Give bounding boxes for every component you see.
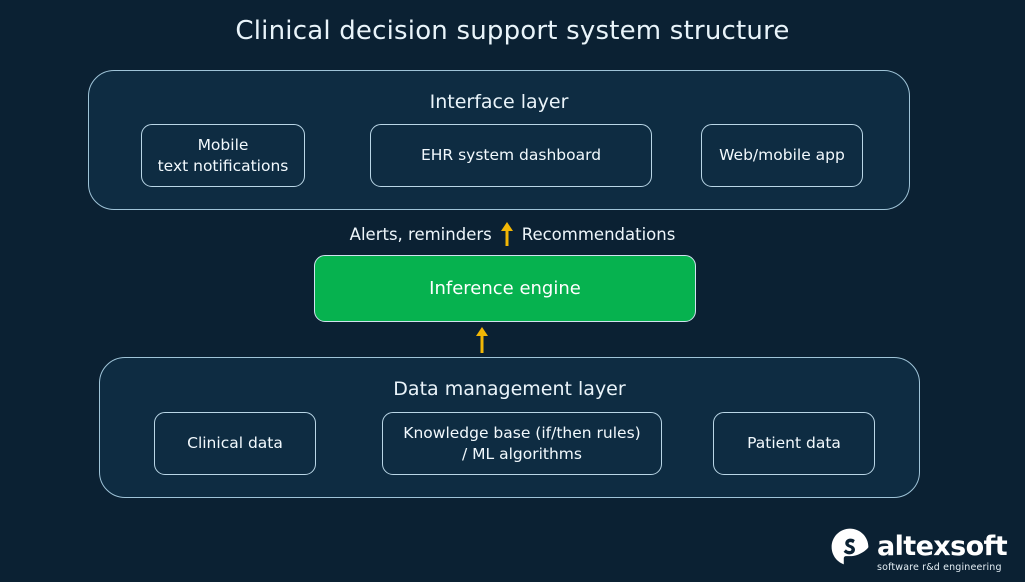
annotation-alerts-reminders: Alerts, reminders bbox=[349, 224, 492, 244]
arrow-head bbox=[476, 327, 488, 336]
box-mobile-text-notifications[interactable]: Mobile text notifications bbox=[141, 124, 305, 187]
logo-wordmark: altexsoft bbox=[877, 530, 1008, 562]
page-title: Clinical decision support system structu… bbox=[235, 16, 790, 46]
data-management-layer-panel: Data management layer Clinical data Know… bbox=[99, 357, 920, 498]
box-ehr-system-dashboard[interactable]: EHR system dashboard bbox=[370, 124, 652, 187]
inference-engine-box[interactable]: Inference engine bbox=[314, 255, 696, 322]
box-clinical-data[interactable]: Clinical data bbox=[154, 412, 316, 475]
box-mobile-label: Mobile text notifications bbox=[157, 135, 289, 175]
arrow-head bbox=[500, 222, 513, 231]
arrow-shaft bbox=[505, 229, 509, 246]
logo-text-block: altexsoft software r&d engineering bbox=[877, 530, 1008, 573]
box-web-mobile-app[interactable]: Web/mobile app bbox=[701, 124, 863, 187]
box-patient-data[interactable]: Patient data bbox=[713, 412, 875, 475]
data-management-layer-title: Data management layer bbox=[393, 378, 626, 400]
interface-layer-title: Interface layer bbox=[429, 91, 569, 113]
box-knowledge-base[interactable]: Knowledge base (if/then rules) / ML algo… bbox=[382, 412, 662, 475]
arrow-up-icon bbox=[476, 327, 488, 353]
annotation-recommendations: Recommendations bbox=[521, 224, 676, 244]
altexsoft-a-icon bbox=[831, 528, 869, 565]
logo-tagline: software r&d engineering bbox=[877, 561, 1002, 573]
arrow-shaft bbox=[480, 335, 484, 353]
flow-annotation: Alerts, reminders Recommendations bbox=[0, 222, 1025, 246]
interface-layer-panel: Interface layer Mobile text notification… bbox=[88, 70, 910, 210]
box-knowledge-label: Knowledge base (if/then rules) / ML algo… bbox=[403, 423, 641, 463]
arrow-up-icon bbox=[500, 222, 513, 246]
altexsoft-logo: altexsoft software r&d engineering bbox=[829, 526, 1008, 573]
